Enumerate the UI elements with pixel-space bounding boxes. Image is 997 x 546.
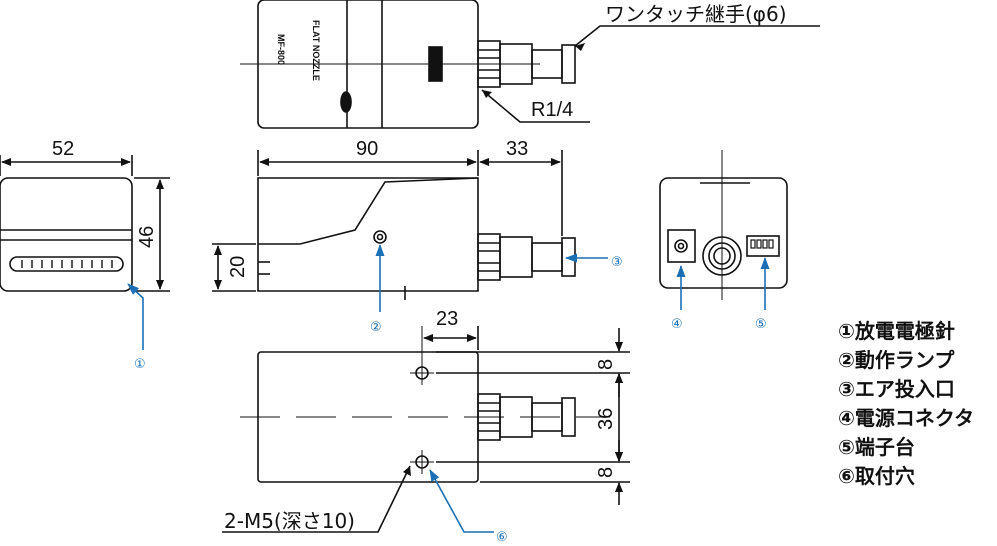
callout-4: ④ <box>671 317 683 332</box>
bottom-view <box>222 326 630 533</box>
legend-item-4: ④電源コネクタ <box>838 406 974 430</box>
dim-pitch-bottom-8: 8 <box>595 467 617 478</box>
thread-label: R1/4 <box>531 99 573 121</box>
side-view-body <box>257 177 479 292</box>
callout-1: ① <box>134 357 146 372</box>
dim-length-90: 90 <box>356 138 378 160</box>
indicator-lens <box>340 91 352 113</box>
dim-step-20: 20 <box>227 256 249 278</box>
connector-block <box>428 46 443 82</box>
side-view <box>212 150 576 300</box>
callout-leaders <box>127 244 770 533</box>
dim-hole-offset-23: 23 <box>436 308 458 330</box>
legend-item-3: ③エア投入口 <box>838 377 955 401</box>
legend-item-6: ⑥取付穴 <box>838 464 915 488</box>
top-view <box>240 0 576 129</box>
right-end-view <box>659 150 788 300</box>
callout-5: ⑤ <box>755 317 767 332</box>
nameplate-line1: FLAT NOZZLE <box>311 20 321 81</box>
legend-item-1: ①放電電極針 <box>838 319 955 343</box>
dim-width-52: 52 <box>52 138 74 160</box>
hole-spec-label: 2-M5(深さ10) <box>224 509 355 533</box>
callout-3: ③ <box>611 255 623 270</box>
left-end-view <box>0 155 170 292</box>
dim-height-46: 46 <box>136 226 158 248</box>
nameplate-line2: MF-800 <box>276 34 286 65</box>
dim-pitch-top-8: 8 <box>595 359 617 370</box>
legend-item-2: ②動作ランプ <box>838 348 955 372</box>
callout-6: ⑥ <box>496 530 508 545</box>
callout-2: ② <box>370 320 382 335</box>
legend: ①放電電極針 ②動作ランプ ③エア投入口 ④電源コネクタ ⑤端子台 ⑥取付穴 <box>838 319 974 488</box>
callout-markers: ① ② ③ ④ ⑤ ⑥ <box>134 255 767 545</box>
dim-fitting-33: 33 <box>506 138 528 160</box>
fitting-label: ワンタッチ継手(φ6) <box>605 2 787 26</box>
end-view-body <box>0 177 133 292</box>
dim-pitch-mid-36: 36 <box>595 408 617 430</box>
legend-item-5: ⑤端子台 <box>838 435 915 459</box>
